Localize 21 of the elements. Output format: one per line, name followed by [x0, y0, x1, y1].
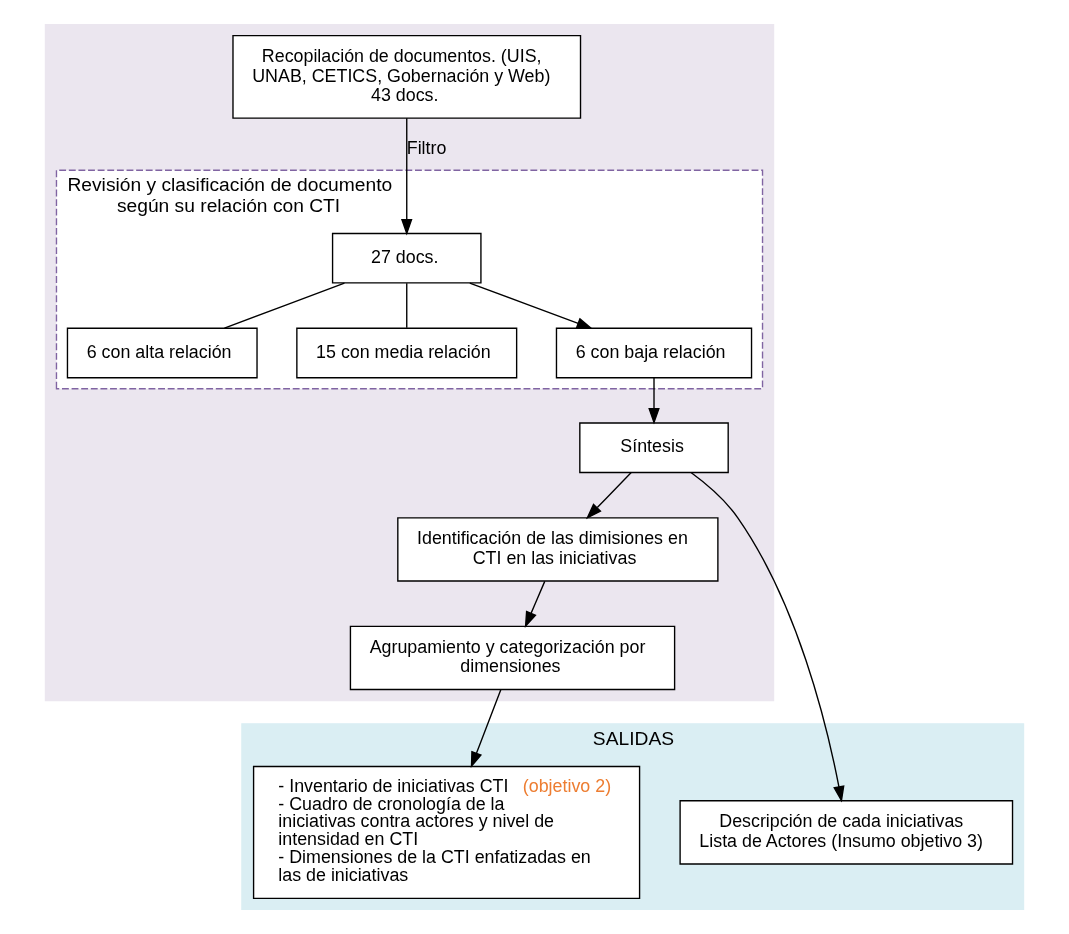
arrow: [648, 377, 660, 425]
node-box: Identificación de las dimisiones en CTI en las iniciativas: [397, 517, 719, 582]
node-box: - Inventario de iniciativas CTI (objetivo 2) - Cuadro de cronología de la iniciativas contra actores y nivel de intensidad en CTI - Dimensiones de la CTI enfatizadas en las de iniciativas: [252, 765, 641, 899]
node-box: Descripción de cada iniciativas Lista de Actores (Insumo objetivo 3): [679, 800, 1014, 865]
arrow: [524, 580, 546, 628]
arrow: [469, 282, 594, 329]
edge-label: Filtro: [406, 138, 447, 159]
cluster: [44, 24, 775, 702]
connector: [223, 282, 346, 329]
node-box: 27 docs.: [331, 232, 482, 284]
arrow: [470, 688, 502, 769]
node-box: Síntesis: [579, 422, 729, 474]
node-box: Recopilación de documentos. (UIS, UNAB, CETICS, Gobernación y Web) 43 docs.: [232, 35, 582, 119]
node-box: 6 con baja relación: [555, 327, 753, 379]
node-box: Agrupamiento y categorización por dimensiones: [349, 625, 676, 691]
node-box: 15 con media relación: [296, 327, 518, 379]
arrow: [585, 471, 632, 520]
arrow: [690, 471, 845, 803]
node-box: 6 con alta relación: [66, 327, 258, 379]
connector: [406, 282, 408, 329]
arrow: [400, 117, 413, 236]
